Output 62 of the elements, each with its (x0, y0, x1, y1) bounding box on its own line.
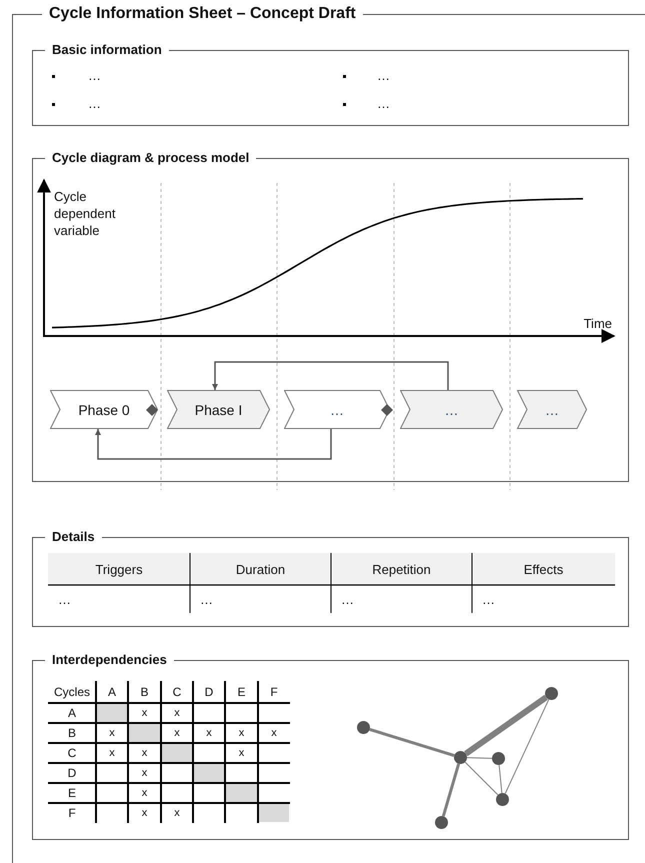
dependency-mark: x (238, 726, 246, 740)
dependency-mark: x (140, 766, 148, 780)
dependency-mark: x (173, 706, 181, 720)
matrix-header: A (66, 704, 77, 722)
column-header: Duration (234, 560, 286, 578)
feedback-arrow (212, 361, 449, 390)
dependency-mark: x (140, 806, 148, 820)
phase-label: … (330, 402, 344, 418)
table-cell-text: … (341, 590, 355, 608)
network-node-circle (454, 751, 467, 764)
matrix-header: B (66, 724, 77, 742)
matrix-header: Cycles (52, 684, 91, 700)
column-header: Repetition (371, 560, 432, 579)
table-cell-text: … (58, 590, 72, 608)
dependency-mark: x (205, 726, 213, 740)
matrix-header: D (204, 684, 214, 700)
network-link (464, 694, 548, 756)
table-cell-text: … (482, 590, 496, 608)
matrix-header: B (139, 684, 150, 700)
matrix-header: D (66, 764, 78, 782)
column-header: Effects (522, 560, 564, 578)
table-cell-text: … (200, 590, 214, 608)
matrix-header: E (66, 784, 77, 802)
matrix-header: C (66, 744, 78, 762)
network-link (466, 757, 492, 759)
dependency-mark: x (108, 726, 116, 740)
dependency-mark: x (140, 706, 148, 720)
list-item-text: … (88, 96, 101, 112)
matrix-header: F (269, 684, 279, 700)
column-header: Triggers (94, 560, 144, 579)
matrix-header: E (236, 684, 246, 700)
network-node-circle (496, 793, 509, 806)
phase-label: … (444, 402, 458, 418)
network-node-circle (545, 687, 558, 700)
dependency-mark: x (270, 726, 278, 740)
phase-label: … (545, 402, 559, 418)
matrix-header: A (106, 684, 117, 700)
axis-label: Time (582, 314, 612, 332)
dependency-mark: x (173, 806, 181, 820)
list-item-text: … (88, 68, 101, 84)
list-item-text: … (377, 96, 390, 112)
network-node-circle (435, 816, 448, 829)
dependency-mark: x (173, 726, 181, 740)
network-link (498, 764, 502, 794)
phase-label: Phase I (194, 402, 242, 418)
dependency-mark: x (108, 746, 116, 760)
network-node-circle (492, 752, 505, 765)
network-link (504, 698, 550, 794)
matrix-header: C (172, 684, 182, 700)
feedback-arrow (95, 429, 332, 460)
axis-label: Cycle dependent variable (54, 188, 116, 240)
dependency-mark: x (238, 746, 246, 760)
network-link (464, 762, 498, 796)
matrix-header: F (67, 804, 77, 822)
network-node-circle (357, 721, 370, 734)
sheet-title: Cycle Information Sheet – Concept Draft (42, 5, 363, 23)
network-link (369, 728, 455, 758)
phase-label: Phase 0 (78, 402, 130, 418)
dependency-mark: x (140, 746, 148, 760)
dependency-mark: x (140, 786, 148, 800)
network-link (442, 763, 460, 817)
list-item-text: … (377, 68, 390, 84)
